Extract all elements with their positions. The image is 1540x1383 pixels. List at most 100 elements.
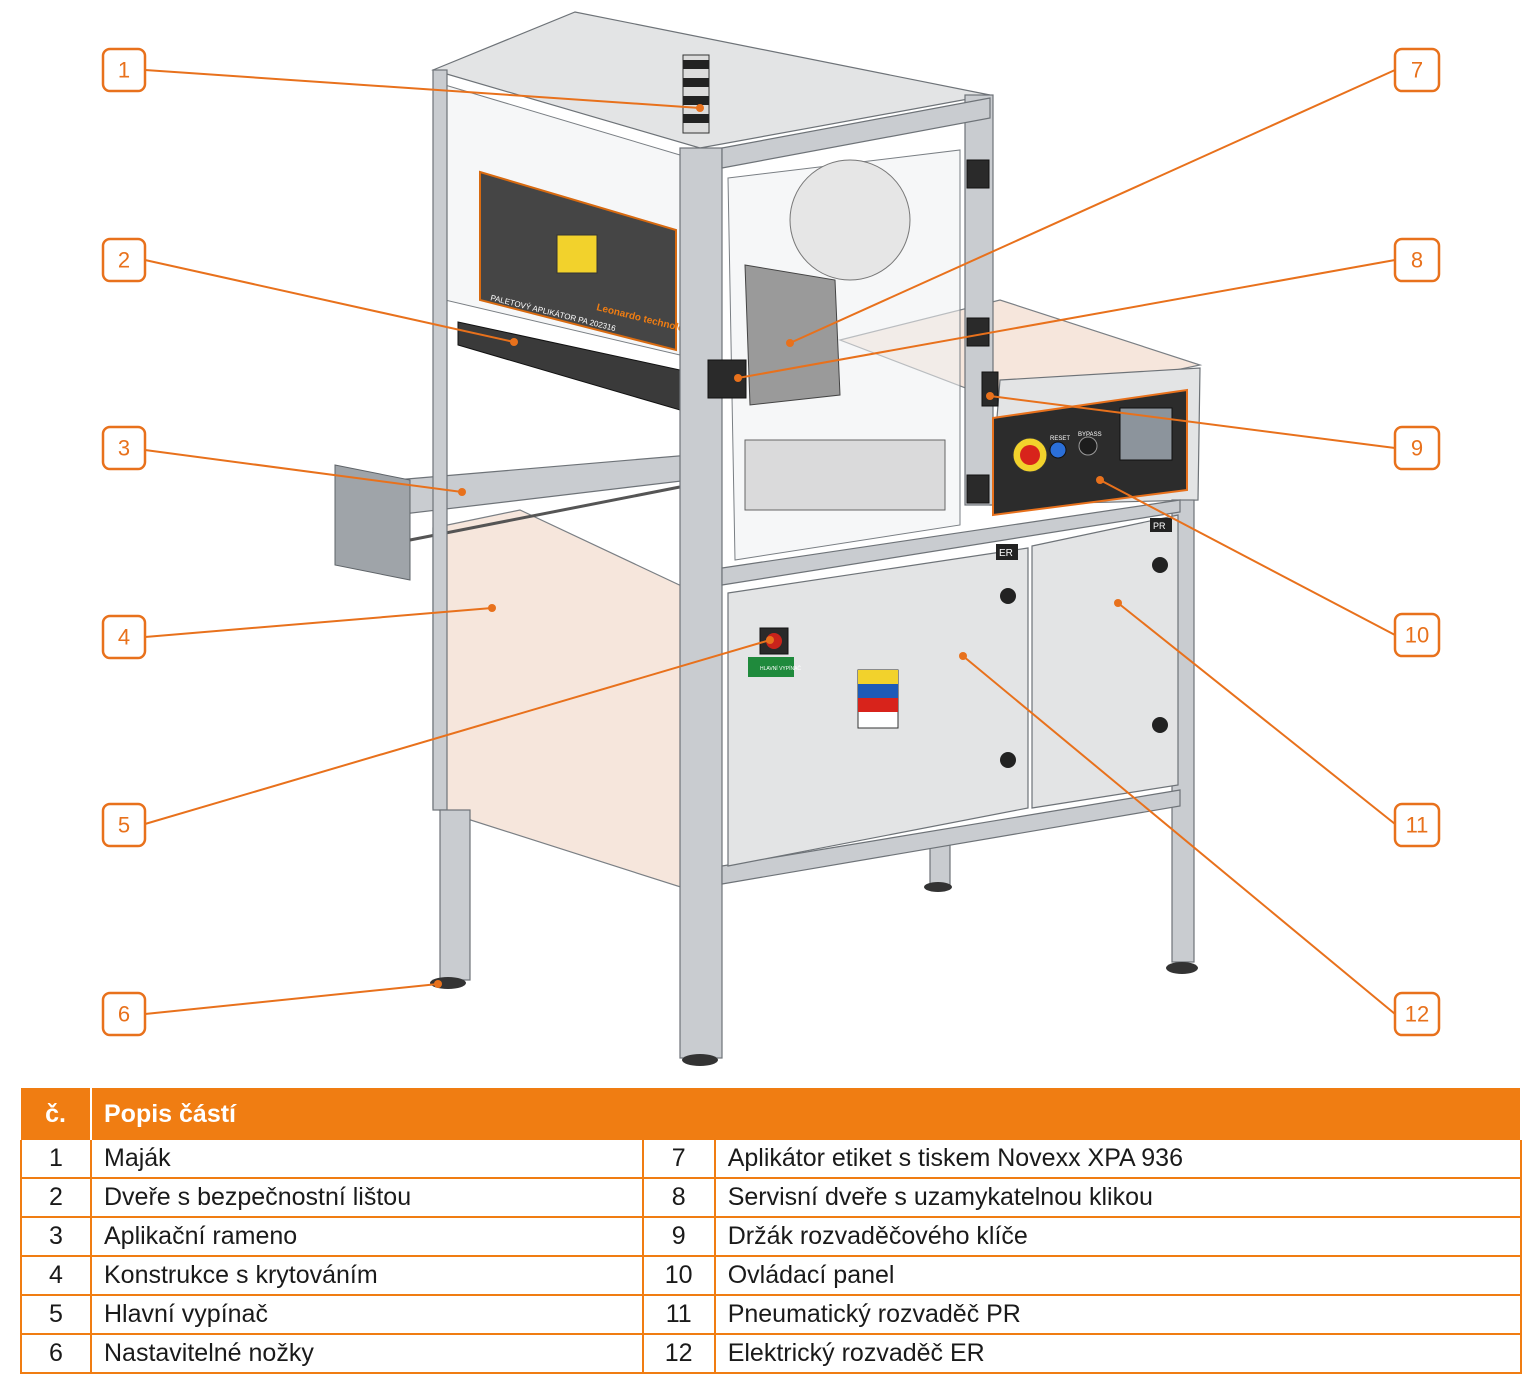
part-number: 2 <box>20 1178 92 1218</box>
callout-3: 3 <box>101 425 147 471</box>
table-row: 1 Maják 7 Aplikátor etiket s tiskem Nove… <box>20 1140 1523 1179</box>
part-number: 1 <box>20 1140 92 1179</box>
table-row: 4 Konstrukce s krytováním 10 Ovládací pa… <box>20 1256 1523 1296</box>
part-description: Pneumatický rozvaděč PR <box>714 1295 1523 1335</box>
beacon <box>682 54 710 134</box>
warning-sticker-yellow <box>858 670 898 684</box>
profile-left-leg <box>439 809 471 981</box>
callout-11: 11 <box>1393 802 1441 848</box>
parts-table: č. Popis částí 1 Maják 7 Aplikátor etike… <box>20 1088 1523 1374</box>
key-holder <box>981 371 999 407</box>
svg-text:9: 9 <box>1411 436 1423 461</box>
profile-bottom <box>721 789 1181 885</box>
part-description: Dveře s bezpečnostní lištou <box>91 1178 644 1218</box>
part-description: Aplikační rameno <box>91 1217 644 1257</box>
part-number: 12 <box>642 1334 716 1374</box>
svg-text:12: 12 <box>1405 1002 1429 1027</box>
svg-text:5: 5 <box>118 813 130 838</box>
part-description: Nastavitelné nožky <box>91 1334 644 1374</box>
part-number: 8 <box>642 1178 716 1218</box>
callout-2: 2 <box>101 237 147 283</box>
part-number: 3 <box>20 1217 92 1257</box>
table-header: č. Popis částí <box>21 1088 1522 1140</box>
profile-middle <box>721 499 1181 586</box>
pr-tag-plate <box>1150 518 1172 532</box>
part-description: Konstrukce s krytováním <box>91 1256 644 1296</box>
leader-lines <box>144 69 1396 1015</box>
callout-5: 5 <box>101 802 147 848</box>
cabinet-lock <box>1152 557 1168 573</box>
part-description: Držák rozvaděčového klíče <box>714 1217 1523 1257</box>
emergency-stop-button <box>1020 445 1040 465</box>
reset-label: RESET <box>1050 436 1070 442</box>
part-description: Maják <box>91 1140 644 1179</box>
callout-6: 6 <box>101 991 147 1037</box>
callout-1: 1 <box>101 47 147 93</box>
table-row: 3 Aplikační rameno 9 Držák rozvaděčového… <box>20 1217 1523 1257</box>
cabinet-lock <box>1000 752 1016 768</box>
table-row: 2 Dveře s bezpečnostní lištou 8 Servisní… <box>20 1178 1523 1218</box>
hinge <box>966 159 990 189</box>
machine-diagram: PALETOVÝ APLIKÁTOR PA 202316 Leonardo te… <box>101 11 1441 1066</box>
svg-text:7: 7 <box>1411 58 1423 83</box>
warning-sticker-blue <box>858 684 898 698</box>
svg-text:4: 4 <box>118 625 130 650</box>
machine-illustration: PALETOVÝ APLIKÁTOR PA 202316 Leonardo te… <box>334 11 1203 1066</box>
reset-button <box>1049 441 1067 459</box>
warning-sticker-red <box>858 698 898 712</box>
application-pad <box>334 464 411 581</box>
part-description: Aplikátor etiket s tiskem Novexx XPA 936 <box>714 1140 1523 1179</box>
part-number: 5 <box>20 1295 92 1335</box>
bypass-label: BYPASS <box>1078 432 1102 438</box>
header-description: Popis částí <box>91 1088 1522 1140</box>
callout-9: 9 <box>1393 425 1441 471</box>
callout-4: 4 <box>101 614 147 660</box>
part-number: 9 <box>642 1217 716 1257</box>
part-description: Elektrický rozvaděč ER <box>714 1334 1523 1374</box>
part-number: 7 <box>642 1140 716 1179</box>
adjustable-foot <box>924 882 952 892</box>
main-switch-label: HLAVNÍ VYPÍNAČ <box>760 665 801 672</box>
adjustable-foot <box>1166 962 1198 974</box>
arm-rod <box>409 483 691 542</box>
adjustable-foot <box>682 1054 718 1066</box>
profile-top-front <box>721 97 991 169</box>
svg-text:6: 6 <box>118 1002 130 1027</box>
svg-text:2: 2 <box>118 248 130 273</box>
part-description: Servisní dveře s uzamykatelnou klikou <box>714 1178 1523 1218</box>
profile-center <box>679 147 723 1059</box>
pr-tag: PR <box>1153 521 1166 531</box>
profile-left-front <box>432 69 448 811</box>
bypass-switch <box>1078 436 1098 456</box>
svg-text:3: 3 <box>118 436 130 461</box>
header-number: č. <box>21 1088 92 1140</box>
svg-text:8: 8 <box>1411 248 1423 273</box>
part-description: Hlavní vypínač <box>91 1295 644 1335</box>
callout-12: 12 <box>1393 991 1441 1037</box>
main-switch-plate <box>748 657 794 677</box>
callouts: 1 2 3 4 5 6 7 8 9 10 11 12 <box>101 47 1441 1037</box>
svg-text:10: 10 <box>1405 623 1429 648</box>
hmi-display <box>1119 407 1173 461</box>
callout-8: 8 <box>1393 237 1441 283</box>
part-number: 6 <box>20 1334 92 1374</box>
part-number: 4 <box>20 1256 92 1296</box>
cabinet-lock <box>1152 717 1168 733</box>
hinge <box>966 317 990 347</box>
hinge <box>966 474 990 504</box>
applicator-mechanism <box>744 439 946 511</box>
novexx-applicator <box>744 264 841 406</box>
svg-text:11: 11 <box>1406 813 1429 838</box>
profile-right-upper <box>964 94 994 506</box>
left-side-cover <box>432 509 691 891</box>
part-number: 10 <box>642 1256 716 1296</box>
part-description: Ovládací panel <box>714 1256 1523 1296</box>
er-tag: ER <box>999 548 1013 559</box>
table-row: 5 Hlavní vypínač 11 Pneumatický rozvaděč… <box>20 1295 1523 1335</box>
warning-sticker <box>556 234 598 274</box>
label-roll <box>789 159 911 281</box>
callout-10: 10 <box>1393 612 1441 658</box>
callout-7: 7 <box>1393 47 1441 93</box>
pneumatic-cabinet-door <box>1031 514 1179 809</box>
cabinet-lock <box>1000 588 1016 604</box>
